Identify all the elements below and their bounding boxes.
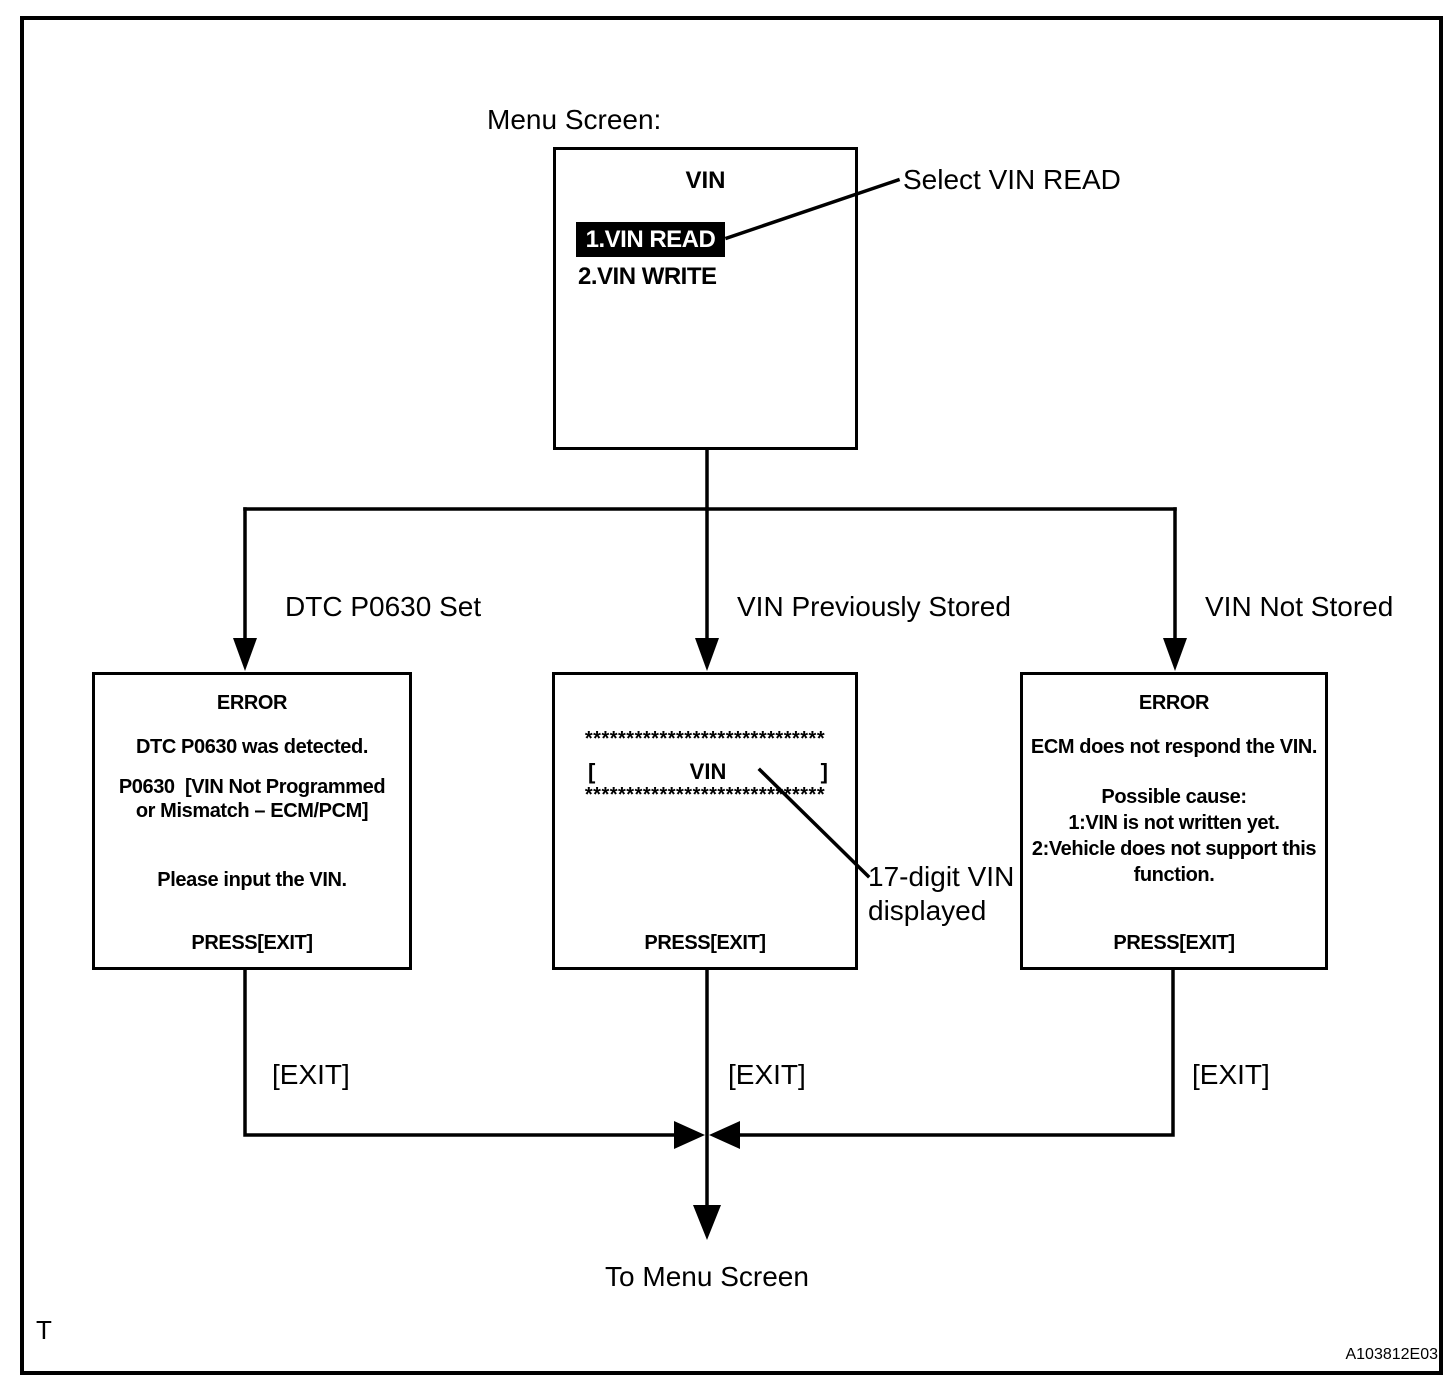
error-dtc-box: ERROR DTC P0630 was detected. P0630 [VIN… — [92, 672, 412, 970]
menu-screen-box: VIN 1.VIN READ 2.VIN WRITE — [553, 147, 858, 450]
vin-bracket-left: [ — [588, 759, 596, 784]
vin-press-exit: PRESS[EXIT] — [644, 932, 766, 954]
error-ecm-respond-line: ECM does not respond the VIN. — [1030, 736, 1318, 758]
to-menu-screen-label: To Menu Screen — [605, 1261, 809, 1292]
select-vin-read-annotation: Select VIN READ — [903, 164, 1121, 195]
exit-label-right: [EXIT] — [1192, 1059, 1270, 1090]
menu-title: VIN — [685, 167, 726, 194]
vin-value-label: VIN — [689, 759, 727, 784]
vin-stars-top: ***************************** — [584, 728, 826, 750]
error-ecm-cause-title: Possible cause: — [1101, 786, 1247, 808]
exit-label-middle: [EXIT] — [728, 1059, 806, 1090]
error-ecm-box: ERROR ECM does not respond the VIN. Poss… — [1020, 672, 1328, 970]
vin-displayed-annotation: 17-digit VIN displayed — [868, 860, 1014, 928]
corner-letter: T — [36, 1315, 52, 1345]
error-ecm-cause2-line2: function. — [1133, 864, 1215, 886]
error-ecm-title: ERROR — [1138, 692, 1210, 714]
error-ecm-press-exit: PRESS[EXIT] — [1113, 932, 1235, 954]
menu-item-vin-write: 2.VIN WRITE — [578, 263, 717, 290]
figure-code: A103812E03 — [1345, 1346, 1438, 1363]
vin-display-box: ***************************** [ VIN ] **… — [552, 672, 858, 970]
error-dtc-title: ERROR — [216, 692, 288, 714]
vin-stars-bottom: ***************************** — [584, 784, 826, 806]
vin-displayed-annotation-line1: 17-digit VIN — [868, 861, 1015, 892]
exit-label-left: [EXIT] — [272, 1059, 350, 1090]
vin-bracket-row: [ VIN ] — [588, 758, 828, 786]
vin-bracket-right: ] — [820, 759, 828, 784]
branch-label-vin-not-stored: VIN Not Stored — [1205, 591, 1394, 622]
error-dtc-code-line1: P0630 [VIN Not Programmed — [118, 776, 386, 798]
vin-displayed-annotation-line2: displayed — [868, 895, 987, 926]
error-ecm-cause1: 1:VIN is not written yet. — [1068, 812, 1280, 834]
figure-border — [20, 16, 1443, 1375]
error-dtc-press-exit: PRESS[EXIT] — [191, 932, 313, 954]
error-ecm-cause2-line1: 2:Vehicle does not support this — [1031, 838, 1317, 860]
error-dtc-code-line2: or Mismatch – ECM/PCM] — [135, 800, 369, 822]
branch-label-dtc-set: DTC P0630 Set — [285, 591, 482, 622]
error-dtc-input-line: Please input the VIN. — [157, 869, 347, 891]
menu-screen-label: Menu Screen: — [487, 104, 662, 135]
branch-label-vin-stored: VIN Previously Stored — [737, 591, 1011, 622]
menu-item-vin-read: 1.VIN READ — [576, 222, 725, 257]
error-dtc-detected-line: DTC P0630 was detected. — [135, 736, 368, 758]
